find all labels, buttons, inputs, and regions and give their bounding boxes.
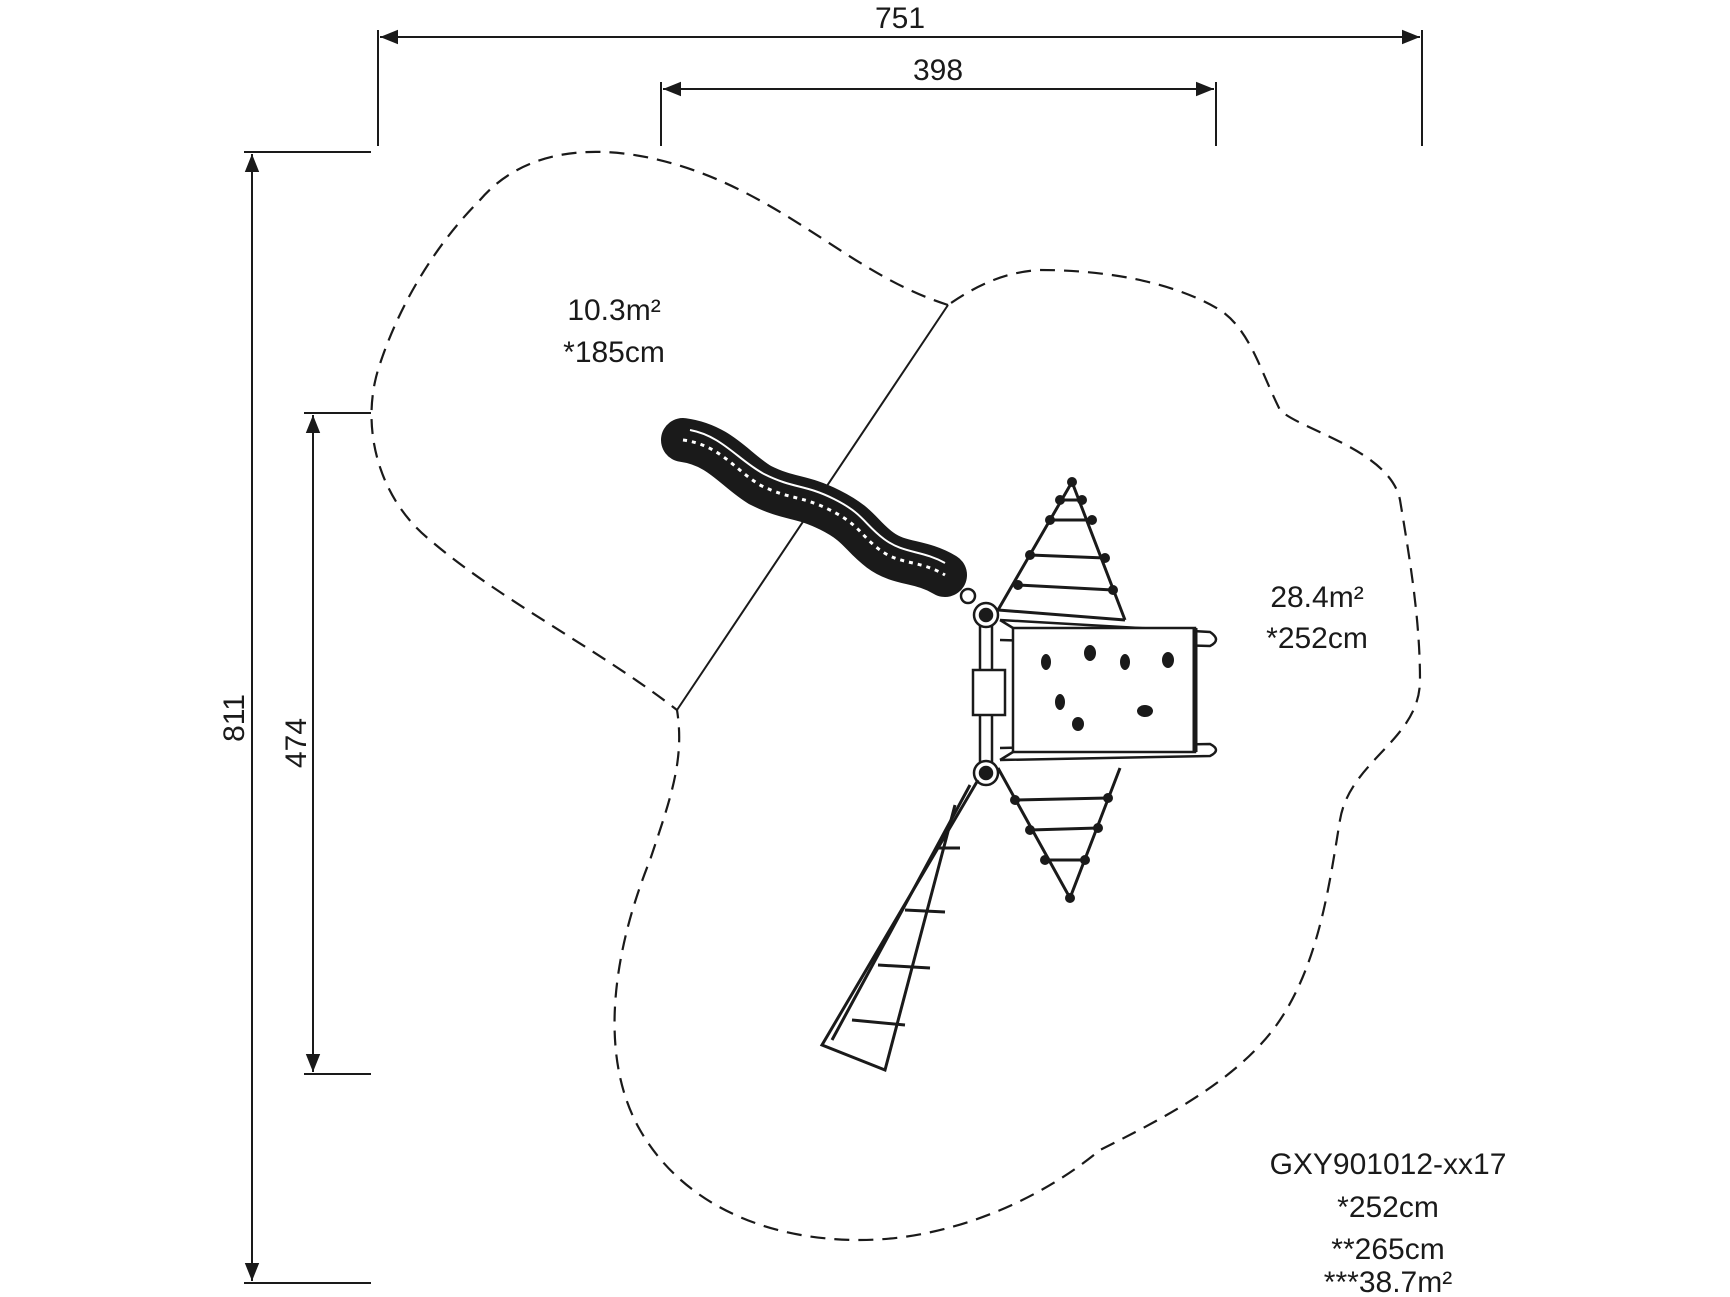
product-code: GXY901012-xx17 (1270, 1148, 1507, 1181)
zone-1-area-label: 10.3m² (567, 294, 660, 327)
play-platform (959, 587, 1218, 787)
safety-zone-outline (370, 150, 1422, 1242)
product-info: GXY901012-xx17 *252cm **265cm ***38.7m² (1270, 1148, 1507, 1297)
dimension-inner-height: 474 (280, 412, 371, 1075)
dimension-inner-height-label: 474 (280, 718, 313, 768)
lower-rope-net (996, 767, 1122, 903)
total-height: **265cm (1331, 1233, 1444, 1266)
dimension-inner-width: 398 (660, 54, 1217, 146)
dimension-overall-width: 751 (377, 2, 1423, 146)
dimension-overall-height-label: 811 (218, 694, 251, 742)
zone-2-height-label: *252cm (1266, 622, 1368, 655)
climbing-holds (1041, 645, 1174, 731)
upper-rope-net (996, 477, 1127, 622)
dimension-overall-height: 811 (218, 151, 371, 1284)
zone-2-area-label: 28.4m² (1270, 581, 1363, 614)
dimension-overall-width-label: 751 (875, 2, 925, 35)
total-area: ***38.7m² (1324, 1266, 1452, 1297)
dimension-inner-width-label: 398 (913, 54, 963, 87)
access-ladder (819, 779, 980, 1073)
free-fall-height: *252cm (1337, 1191, 1439, 1224)
wavy-slide (661, 418, 967, 597)
zone-1-height-label: *185cm (563, 336, 665, 369)
